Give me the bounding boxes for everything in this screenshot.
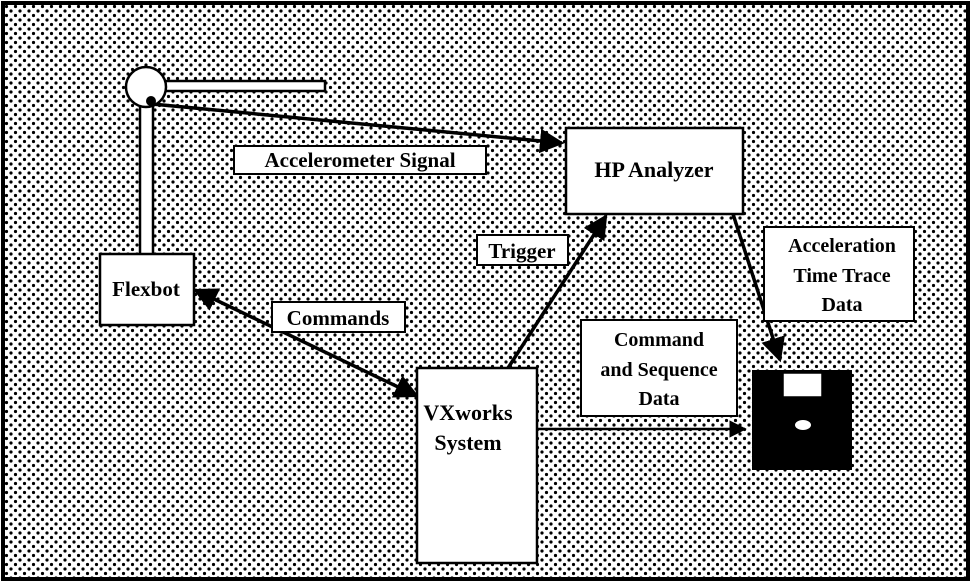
commands-text: Commands: [287, 306, 390, 330]
vxworks-label-line2: System: [434, 430, 501, 455]
flexbot-node: Flexbot: [98, 252, 196, 327]
command-sequence-data-line2: and Sequence: [600, 359, 717, 381]
vxworks-label-line1: VXworks: [423, 400, 513, 425]
floppy-disk-icon: [752, 370, 852, 470]
trigger-label: Trigger: [476, 234, 569, 266]
hp-analyzer-box: [564, 126, 745, 216]
arm-hub: [124, 65, 168, 109]
hp-analyzer-node: HP Analyzer: [564, 126, 745, 216]
arm-beam: [158, 79, 327, 93]
vxworks-box: [415, 366, 539, 565]
vxworks-node: VXworks System: [415, 366, 539, 565]
flexbot-box: [98, 252, 196, 327]
edge-accelerometer-signal: [151, 102, 565, 154]
accelerometer-signal-label-box: [233, 145, 487, 175]
command-sequence-data-label: Command and Sequence Data: [580, 319, 738, 417]
arm-pole: [138, 101, 155, 257]
floppy-shutter: [782, 372, 823, 398]
accelerometer-signal-label: Accelerometer Signal: [233, 145, 487, 175]
trigger-label-box: [476, 234, 569, 266]
acceleration-data-label-box: [763, 226, 915, 322]
acceleration-data-label: Acceleration Time Trace Data: [763, 226, 915, 322]
command-sequence-data-line1: Command: [614, 329, 704, 351]
commands-label: Commands: [271, 301, 406, 333]
acceleration-data-line3: Data: [821, 294, 862, 316]
acceleration-data-line2: Time Trace: [793, 265, 890, 287]
commands-label-box: [271, 301, 406, 333]
edge-commands: [192, 288, 420, 398]
trigger-text: Trigger: [488, 239, 555, 263]
floppy-hub: [795, 420, 811, 430]
command-sequence-data-label-box: [580, 319, 738, 417]
acceleration-data-line1: Acceleration: [788, 235, 896, 257]
command-sequence-data-line3: Data: [638, 388, 679, 410]
flexbot-label: Flexbot: [112, 277, 180, 301]
accelerometer-signal-text: Accelerometer Signal: [264, 148, 455, 172]
edge-trigger: [506, 213, 608, 369]
hp-analyzer-label: HP Analyzer: [594, 157, 713, 182]
edge-acceleration-data: [731, 213, 785, 363]
